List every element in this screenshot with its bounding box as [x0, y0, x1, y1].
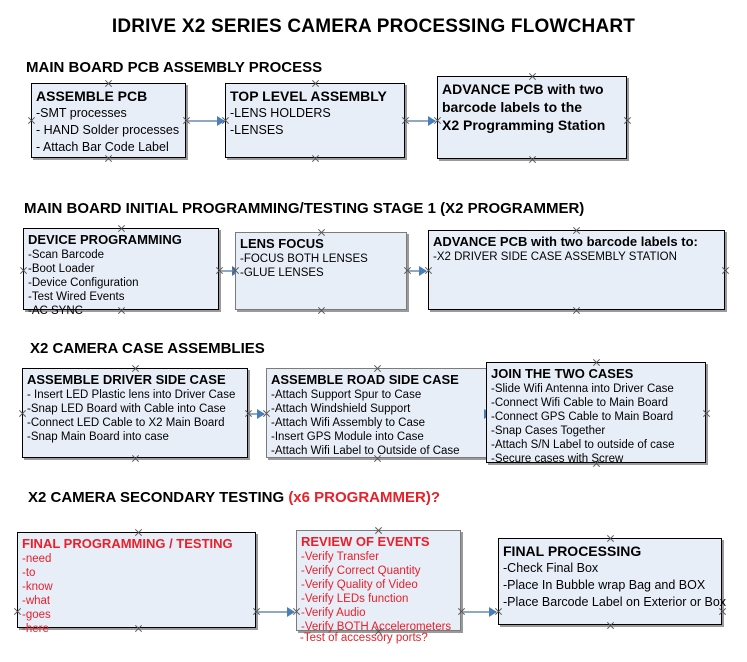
section-heading-x2-camera-secondary-testing: X2 CAMERA SECONDARY TESTING (x6 PROGRAMM…: [28, 489, 440, 506]
box-line: -Attach Wifi Label to Outside of Case: [271, 445, 460, 457]
box-line: -Verify Transfer: [301, 551, 379, 563]
box-line: -Attach Windshield Support: [271, 403, 411, 415]
box-line: -Connect Wifi Cable to Main Board: [491, 397, 669, 409]
box-line: -Connect LED Cable to X2 Main Board: [27, 417, 225, 429]
box-line: -Verify Correct Quantity: [301, 565, 421, 577]
box-final-processing[interactable]: FINAL PROCESSING -Check Final Box -Place…: [498, 538, 727, 625]
box-advance-pcb-driver-side-case[interactable]: ADVANCE PCB with two barcode labels to: …: [428, 230, 725, 310]
box-line: -know: [22, 581, 53, 593]
box-join-the-two-cases[interactable]: JOIN THE TWO CASES -Slide Wifi Antenna i…: [486, 362, 706, 465]
section-heading-text: MAIN BOARD INITIAL PROGRAMMING/TESTING S…: [24, 200, 585, 217]
box-line: - HAND Solder processes: [36, 123, 180, 137]
section-heading-suffix: (x6 PROGRAMMER)?: [288, 489, 440, 506]
box-title: JOIN THE TWO CASES: [491, 366, 634, 381]
box-title-cont: X2 Programming Station: [442, 117, 606, 133]
section-heading-main-board-initial-programming: MAIN BOARD INITIAL PROGRAMMING/TESTING S…: [24, 200, 584, 217]
box-line: -X2 DRIVER SIDE CASE ASSEMBLY STATION: [433, 251, 677, 263]
connector-final-programming-to-review-of-events: [258, 607, 295, 617]
box-line: -Attach S/N Label to outside of case: [491, 439, 675, 451]
box-line: -Snap LED Board with Cable into Case: [27, 403, 226, 415]
section-heading-main-board-pcb-assembly-process: MAIN BOARD PCB ASSEMBLY PROCESS: [26, 59, 322, 76]
connector-lens-focus-to-advance-pcb-driver-side: [409, 266, 427, 276]
box-line: -Snap Cases Together: [491, 425, 606, 437]
page-title: IDRIVE X2 SERIES CAMERA PROCESSING FLOWC…: [111, 16, 636, 37]
box-line: -Attach Wifi Assembly to Case: [271, 417, 426, 429]
box-line: -need: [22, 553, 52, 565]
box-line: -Snap Main Board into case: [27, 431, 169, 443]
box-title: FINAL PROCESSING: [503, 543, 642, 559]
box-title: ADVANCE PCB with two: [442, 81, 604, 97]
box-top-level-assembly[interactable]: TOP LEVEL ASSEMBLY -LENS HOLDERS -LENSES: [225, 83, 405, 158]
box-title: TOP LEVEL ASSEMBLY: [230, 88, 387, 104]
connector-top-level-assembly-to-advance-pcb: [407, 116, 436, 126]
box-title: LENS FOCUS: [240, 236, 324, 251]
box-advance-pcb-programming-station[interactable]: ADVANCE PCB with two barcode labels to t…: [437, 76, 627, 159]
box-line: -Place Barcode Label on Exterior or Box: [503, 595, 727, 609]
box-title: REVIEW OF EVENTS: [301, 534, 430, 549]
box-line: -FOCUS BOTH LENSES: [240, 253, 368, 265]
box-line: -SMT processes: [36, 106, 127, 120]
box-line: - Attach Bar Code Label: [36, 140, 169, 154]
box-title-cont: barcode labels to the: [442, 99, 583, 115]
box-line: -Attach Support Spur to Case: [271, 389, 422, 401]
box-title: FINAL PROGRAMMING / TESTING: [22, 536, 233, 551]
box-line: -goes: [22, 609, 51, 621]
box-review-of-events[interactable]: REVIEW OF EVENTS -Verify Transfer -Verif…: [296, 530, 461, 633]
connector-review-of-events-to-final-processing: [463, 607, 497, 617]
section-heading-text: X2 CAMERA SECONDARY TESTING: [28, 489, 289, 506]
box-line: -LENSES: [230, 123, 284, 137]
box-line: -Slide Wifi Antenna into Driver Case: [491, 383, 674, 395]
box-line: -AC SYNC: [28, 305, 83, 317]
box-final-programming-testing[interactable]: FINAL PROGRAMMING / TESTING -need -to -k…: [17, 532, 256, 635]
box-line: -Secure cases with Screw: [491, 453, 624, 465]
box-line: -to: [22, 567, 36, 579]
box-line: -Verify BOTH Accelerometers: [301, 621, 452, 633]
box-assemble-driver-side-case[interactable]: ASSEMBLE DRIVER SIDE CASE - Insert LED P…: [22, 368, 248, 458]
box-assemble-road-side-case[interactable]: ASSEMBLE ROAD SIDE CASE -Attach Support …: [266, 368, 488, 458]
box-line: -Verify Audio: [301, 607, 366, 619]
section-heading-text: MAIN BOARD PCB ASSEMBLY PROCESS: [26, 59, 323, 76]
box-title: ADVANCE PCB with two barcode labels to:: [433, 234, 698, 249]
box-line-overflow: -Test of accessory ports?: [300, 632, 428, 644]
box-title: ASSEMBLE DRIVER SIDE CASE: [27, 372, 226, 387]
box-line: -Scan Barcode: [28, 249, 105, 261]
section-heading-text: X2 CAMERA CASE ASSEMBLIES: [30, 340, 265, 357]
box-line: -Boot Loader: [28, 263, 95, 275]
connector-driver-side-to-road-side: [250, 409, 265, 419]
box-title: DEVICE PROGRAMMING: [28, 232, 182, 247]
connector-assemble-pcb-to-top-level-assembly: [188, 116, 225, 126]
box-lens-focus[interactable]: LENS FOCUS -FOCUS BOTH LENSES -GLUE LENS…: [235, 232, 407, 310]
box-device-programming[interactable]: DEVICE PROGRAMMING -Scan Barcode -Boot L…: [23, 228, 219, 317]
section-heading-x2-camera-case-assemblies: X2 CAMERA CASE ASSEMBLIES: [30, 340, 265, 357]
box-line: -LENS HOLDERS: [230, 106, 331, 120]
box-line: -Device Configuration: [28, 277, 139, 289]
box-line: -GLUE LENSES: [240, 267, 324, 279]
box-line: -Connect GPS Cable to Main Board: [491, 411, 674, 423]
box-line: -Place In Bubble wrap Bag and BOX: [503, 578, 706, 592]
box-assemble-pcb[interactable]: ASSEMBLE PCB -SMT processes - HAND Solde…: [31, 83, 186, 158]
box-title: ASSEMBLE PCB: [36, 88, 148, 104]
box-line: -Verify Quality of Video: [301, 579, 418, 591]
box-line: -Test Wired Events: [28, 291, 125, 303]
box-title: ASSEMBLE ROAD SIDE CASE: [271, 372, 459, 387]
box-line: -what: [22, 595, 51, 607]
box-line: -Verify LEDs function: [301, 593, 409, 605]
box-line: -here: [22, 623, 49, 635]
box-line: - Insert LED Plastic lens into Driver Ca…: [27, 389, 236, 401]
box-line: -Insert GPS Module into Case: [271, 431, 424, 443]
box-line: -Check Final Box: [503, 561, 599, 575]
